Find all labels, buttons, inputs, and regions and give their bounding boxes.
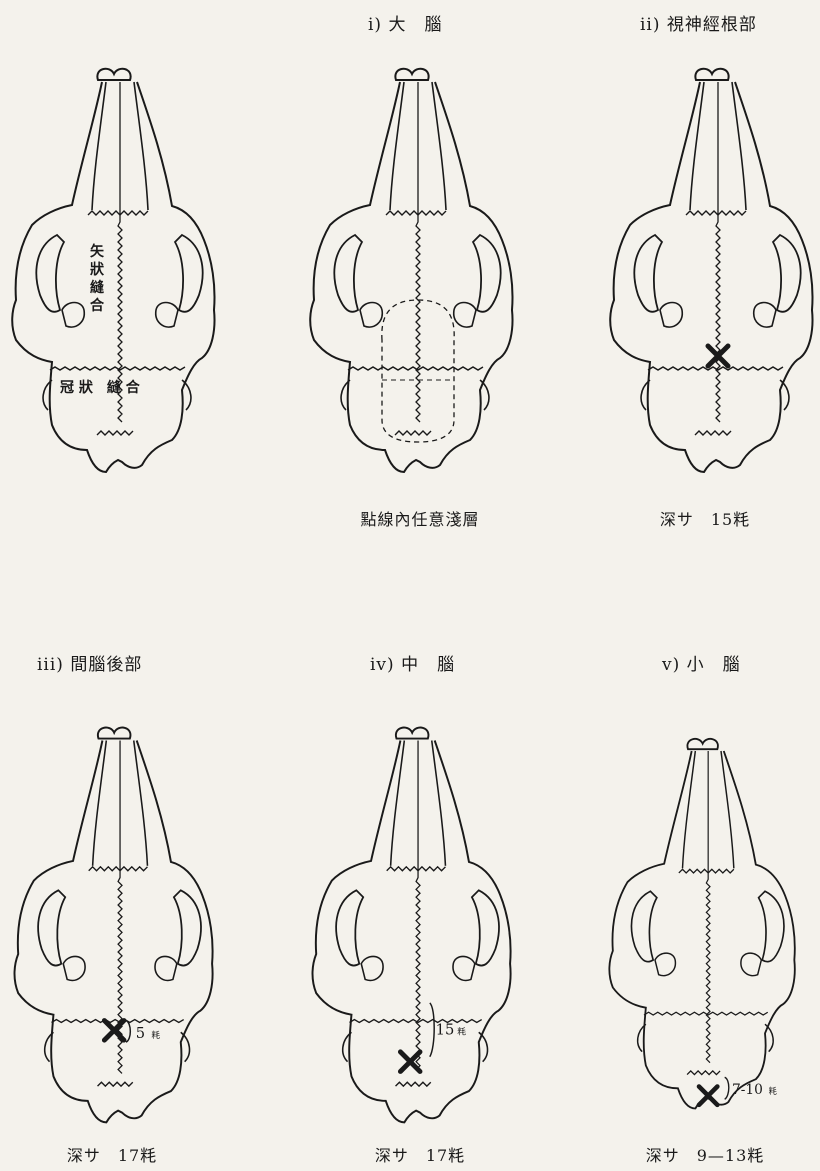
mark-depth-unit: 粍 [769,1086,777,1096]
panel-cerebellum: v) 小 腦 7-10 粍 深サ 9—13粍 [600,650,820,1170]
cross-mark-icon [104,1021,124,1041]
panel-diencephalon-posterior: iii) 間腦後部 5 粍 深サ 17粍 [2,650,252,1170]
sagittal-label-4: 合 [90,297,105,314]
panel-caption: 點線內任意淺層 [295,506,545,530]
sagittal-label-3: 縫 [90,279,104,296]
panel-optic-nerve: ii) 視神經根部 深サ 15粍 [600,10,820,530]
mark-depth-number: 5 [136,1025,145,1042]
mark-depth-unit: 粍 [457,1025,466,1037]
panel-reference-skull: 矢 狀 縫 合 冠 狀 縫 合 [2,10,252,510]
sagittal-label-1: 矢 [90,243,105,260]
panel-midbrain: iv) 中 腦 15 粍 深サ 17粍 [300,650,550,1170]
skull-diagram: 7-10 粍 [600,670,820,1140]
cross-mark-icon [708,346,728,366]
mark-depth-number: 7-10 [732,1082,763,1098]
skull-diagram [300,10,540,490]
panel-caption: 深サ 15粍 [580,506,820,530]
skull-diagram [600,10,820,490]
panel-cerebrum: i) 大 腦 點線內任意淺層 [300,10,550,530]
skull-diagram: 5 粍 [2,670,242,1140]
sagittal-label-2: 狀 [90,261,105,278]
cross-mark-icon [699,1087,717,1105]
skull-diagram: 15 粍 [300,670,540,1140]
panel-caption: 深サ 17粍 [295,1142,545,1166]
mark-depth-number: 15 [436,1021,455,1038]
cross-mark-icon [400,1052,420,1072]
panel-caption: 深サ 9—13粍 [580,1142,820,1166]
skull-diagram: 矢 狀 縫 合 冠 狀 縫 合 [2,10,242,490]
mark-depth-unit: 粍 [151,1029,160,1041]
panel-caption: 深サ 17粍 [0,1142,237,1166]
coronal-label: 冠 狀 縫 合 [60,379,141,396]
